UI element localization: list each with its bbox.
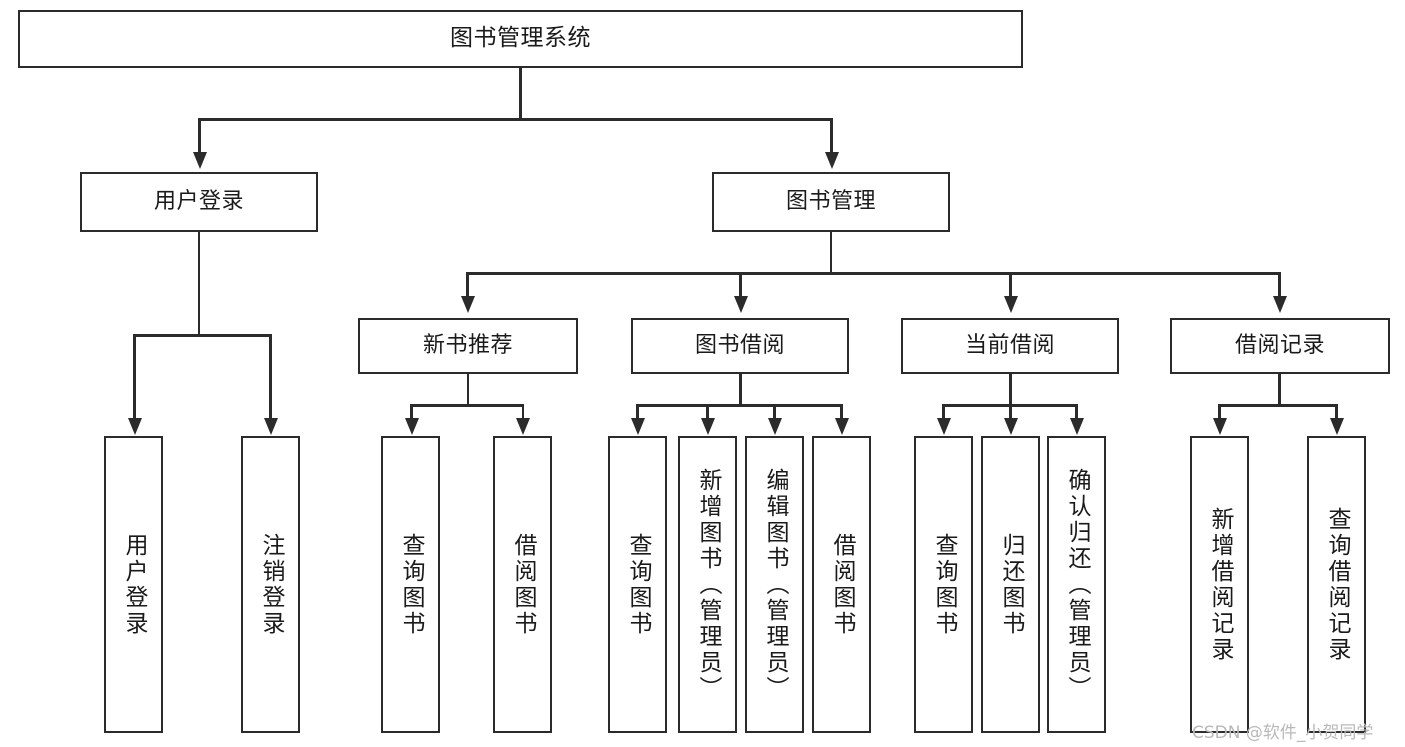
connector-drop-leaf-user-logout — [269, 334, 272, 420]
connector-new-book-recommend-stem — [466, 374, 469, 406]
connector-current-borrow-stem — [1009, 374, 1012, 406]
arrow-to-leaf-user-login — [127, 418, 142, 435]
arrow-to-leaf-query-book-1 — [404, 418, 419, 435]
node-leaf-query-record[interactable]: 查询借阅记录 — [1307, 436, 1366, 733]
connector-drop-leaf-add-record — [1218, 404, 1221, 420]
node-root-book-management-system[interactable]: 图书管理系统 — [18, 10, 1023, 68]
arrow-to-leaf-confirm-return — [1069, 418, 1084, 435]
node-current-borrow[interactable]: 当前借阅 — [901, 318, 1119, 374]
arrow-to-book-borrow — [733, 296, 748, 313]
arrow-to-leaf-query-record — [1329, 418, 1344, 435]
node-book-borrow[interactable]: 图书借阅 — [631, 318, 849, 374]
connector-drop-borrow-record — [1278, 272, 1281, 298]
node-user-login[interactable]: 用户登录 — [80, 172, 318, 232]
arrow-to-leaf-query-book-3 — [936, 418, 951, 435]
connector-book-management-stem — [829, 232, 832, 274]
node-label: 注销登录 — [258, 532, 284, 637]
connector-drop-leaf-query-book-2 — [636, 404, 639, 420]
node-leaf-user-login[interactable]: 用户登录 — [104, 436, 163, 733]
node-leaf-confirm-return[interactable]: 确认归还（管理员） — [1047, 436, 1106, 733]
connector-drop-user-login — [198, 118, 201, 154]
connector-drop-new-book-recommend — [466, 272, 469, 298]
connector-level3-bus — [466, 272, 1280, 275]
connector-borrow-record-stem — [1278, 374, 1281, 406]
node-leaf-edit-book[interactable]: 编辑图书（管理员） — [745, 436, 804, 733]
node-label: 新增图书（管理员） — [695, 467, 721, 702]
arrow-to-leaf-edit-book — [767, 418, 782, 435]
connector-book-borrow-stem — [739, 374, 742, 406]
connector-drop-leaf-query-book-1 — [410, 404, 413, 420]
node-label: 新书推荐 — [422, 333, 513, 359]
node-label: 确认归还（管理员） — [1064, 467, 1090, 702]
node-leaf-add-book[interactable]: 新增图书（管理员） — [678, 436, 737, 733]
node-label: 图书管理系统 — [450, 25, 591, 52]
node-leaf-query-book-2[interactable]: 查询图书 — [608, 436, 667, 733]
node-label: 当前借阅 — [964, 333, 1055, 359]
connector-user-login-bus — [133, 334, 269, 337]
arrow-to-leaf-add-book — [700, 418, 715, 435]
node-label: 图书管理 — [785, 189, 876, 215]
node-label: 借阅图书 — [510, 532, 536, 637]
arrow-to-leaf-return-book — [1003, 418, 1018, 435]
arrow-to-book-management — [824, 152, 839, 169]
connector-user-login-stem — [197, 232, 200, 336]
connector-drop-book-management — [830, 118, 833, 154]
node-label: 查询图书 — [398, 532, 424, 637]
arrow-to-user-login — [192, 152, 207, 169]
node-label: 用户登录 — [121, 532, 147, 637]
connector-drop-leaf-query-record — [1335, 404, 1338, 420]
arrow-to-leaf-borrow-book-1 — [516, 418, 530, 435]
arrow-to-leaf-user-logout — [263, 418, 278, 435]
arrow-to-leaf-query-book-2 — [630, 418, 645, 435]
connector-drop-leaf-edit-book — [773, 404, 776, 420]
node-label: 查询图书 — [931, 532, 957, 637]
connector-drop-leaf-confirm-return — [1075, 404, 1078, 420]
node-label: 查询借阅记录 — [1324, 506, 1350, 663]
connector-drop-leaf-return-book — [1009, 404, 1012, 420]
node-leaf-borrow-book-2[interactable]: 借阅图书 — [812, 436, 871, 733]
arrow-to-new-book-recommend — [460, 296, 475, 313]
node-leaf-query-book-1[interactable]: 查询图书 — [381, 436, 440, 733]
arrow-to-borrow-record — [1272, 296, 1287, 313]
node-label: 归还图书 — [998, 532, 1024, 637]
csdn-watermark: CSDN @软件_小贺同学 — [1192, 723, 1374, 743]
connector-level2-bus — [198, 118, 832, 121]
node-leaf-user-logout[interactable]: 注销登录 — [241, 436, 300, 733]
connector-book-borrow-bus — [636, 404, 842, 407]
connector-drop-leaf-borrow-book-1 — [521, 404, 524, 420]
node-label: 用户登录 — [153, 189, 244, 215]
node-borrow-record[interactable]: 借阅记录 — [1170, 318, 1390, 374]
node-label: 新增借阅记录 — [1207, 506, 1233, 663]
node-label: 借阅图书 — [829, 532, 855, 637]
node-label: 图书借阅 — [694, 333, 785, 359]
arrow-to-leaf-add-record — [1212, 418, 1227, 435]
node-leaf-return-book[interactable]: 归还图书 — [981, 436, 1040, 733]
connector-drop-leaf-query-book-3 — [942, 404, 945, 420]
node-leaf-add-record[interactable]: 新增借阅记录 — [1190, 436, 1249, 733]
node-label: 借阅记录 — [1234, 333, 1325, 359]
arrow-to-current-borrow — [1003, 296, 1018, 313]
connector-root-stem — [519, 68, 522, 119]
connector-drop-book-borrow — [739, 272, 742, 298]
node-new-book-recommend[interactable]: 新书推荐 — [358, 318, 578, 374]
connector-drop-leaf-add-book — [706, 404, 709, 420]
node-book-management[interactable]: 图书管理 — [712, 172, 950, 232]
arrow-to-leaf-borrow-book-2 — [834, 418, 849, 435]
connector-drop-current-borrow — [1009, 272, 1012, 298]
connector-drop-leaf-borrow-book-2 — [840, 404, 843, 420]
connector-drop-leaf-user-login — [133, 334, 136, 420]
node-label: 查询图书 — [625, 532, 651, 637]
node-leaf-query-book-3[interactable]: 查询图书 — [914, 436, 973, 733]
node-label: 编辑图书（管理员） — [762, 467, 788, 702]
connector-borrow-record-bus — [1218, 404, 1337, 407]
connector-new-book-recommend-bus — [410, 404, 524, 407]
node-leaf-borrow-book-1[interactable]: 借阅图书 — [493, 436, 552, 733]
